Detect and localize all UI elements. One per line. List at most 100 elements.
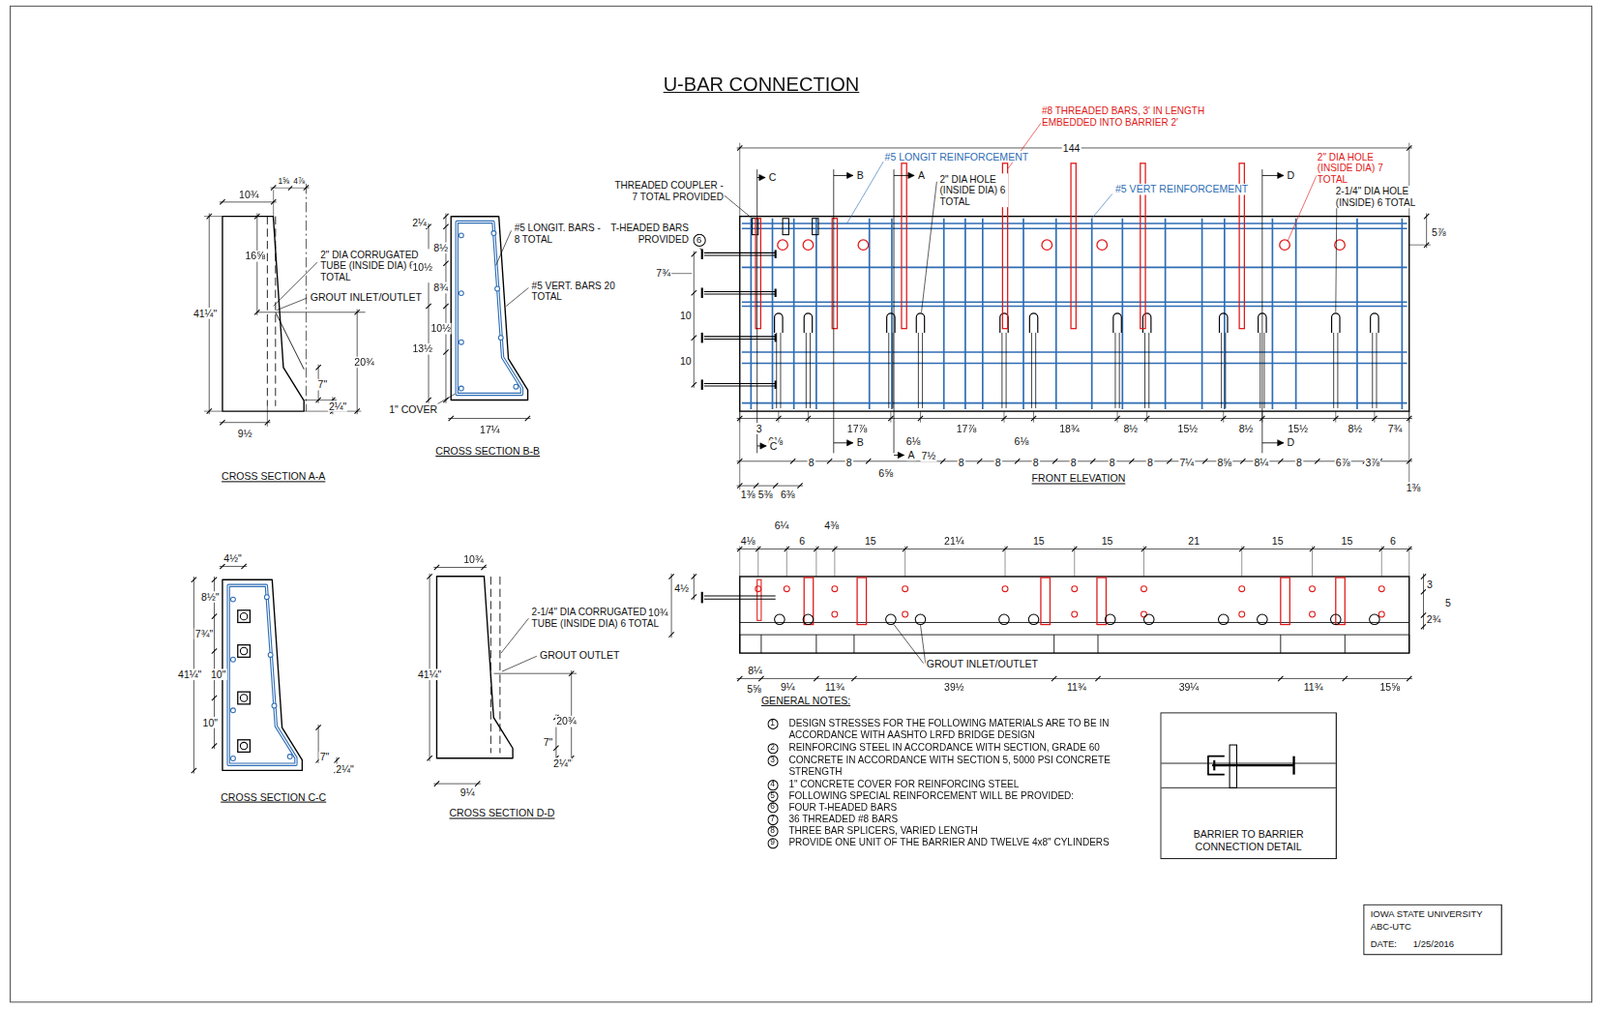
- dimension-label: 7¼: [1178, 456, 1195, 469]
- vertical-bar: [1295, 218, 1298, 410]
- u-bar-leg: [888, 332, 889, 409]
- dimension-tick: [474, 780, 480, 786]
- dimension-label: 8: [1069, 456, 1078, 469]
- hole: [902, 611, 909, 618]
- dimension-tick: [668, 631, 674, 637]
- u-bar-leg: [918, 332, 919, 409]
- dimension-line: [1425, 212, 1427, 248]
- dimension-tick: [813, 676, 819, 682]
- vertical-bar: [1022, 218, 1025, 410]
- dimension-tick: [480, 564, 486, 570]
- extension-line: [739, 545, 741, 577]
- dimension-label: 8½: [1346, 422, 1363, 435]
- barrier-outline: [222, 216, 304, 412]
- dimension-label: 10": [209, 668, 228, 681]
- t-headed-bar: [704, 293, 776, 295]
- t-head: [701, 332, 704, 344]
- note-number: 9: [767, 837, 779, 850]
- view-title: GENERAL NOTES:: [760, 694, 852, 707]
- general-note: DESIGN STRESSES FOR THE FOLLOWING MATERI…: [787, 717, 1131, 741]
- dimension-label: 2¼": [327, 400, 349, 413]
- u-bar: [916, 313, 924, 333]
- corrugated-tube: [266, 216, 268, 407]
- longitudinal-bar: [231, 656, 237, 662]
- dimension-label: 39½: [943, 681, 966, 693]
- hole: [1378, 611, 1385, 618]
- longitudinal-bar: [264, 594, 269, 600]
- dimension-label: 11¾: [1303, 681, 1325, 693]
- dimension-label: 41¼": [177, 668, 203, 681]
- extension-line: [1408, 545, 1410, 577]
- note-number: 5: [767, 790, 779, 802]
- longitudinal-bar: [267, 652, 273, 658]
- dimension-label: 5⅝: [745, 682, 763, 695]
- node-text: IOWA STATE UNIVERSITY: [1370, 908, 1496, 921]
- hole: [1141, 586, 1148, 593]
- plan-line: [815, 634, 817, 653]
- threaded-coupler: [782, 218, 789, 236]
- dimension-label: 8¾: [432, 282, 449, 295]
- dimension-tick: [1277, 458, 1283, 464]
- u-bar-leg: [779, 332, 781, 409]
- t-headed-bar: [704, 335, 776, 337]
- vertical-bar: [943, 218, 946, 410]
- dimension-label: 8: [1108, 456, 1117, 469]
- dimension-label: 9½: [237, 428, 254, 441]
- threaded-bar: [1096, 577, 1106, 625]
- dimension-label: 10: [679, 355, 693, 368]
- callout-number-text: 5: [770, 792, 775, 800]
- dimension-tick: [851, 676, 857, 682]
- t-head: [774, 333, 777, 342]
- dimension-label: 6⅝: [877, 468, 894, 480]
- callout-text: GROUT OUTLET: [538, 650, 622, 662]
- dimension-tick: [797, 482, 802, 488]
- barrier-plan: [740, 576, 1410, 653]
- grout-tube: [802, 614, 814, 625]
- leader-line: [496, 230, 512, 266]
- plan-line: [1344, 634, 1346, 653]
- u-bar-leg: [1148, 332, 1150, 409]
- vertical-bar: [815, 218, 818, 410]
- extension-line: [1117, 411, 1119, 423]
- leader-line: [502, 655, 537, 672]
- u-bar-leg: [809, 332, 811, 409]
- t-headed-bar: [704, 254, 776, 256]
- t-headed-bar: [704, 383, 776, 385]
- longitudinal-bar: [458, 339, 464, 345]
- longitudinal-bar: [741, 351, 1408, 354]
- hole: [1096, 239, 1108, 251]
- dimension-tick: [191, 768, 197, 773]
- threaded-bar: [803, 577, 813, 625]
- dimension-label: 39¼: [1178, 681, 1201, 693]
- extension-line: [1381, 545, 1383, 577]
- dimension-label: 15: [1339, 534, 1354, 547]
- dimension-tick: [1406, 676, 1412, 682]
- dimension-label: 10¾: [237, 189, 261, 202]
- dimension-tick: [758, 676, 764, 682]
- dimension-label: 6: [1389, 534, 1397, 547]
- t-head: [774, 289, 777, 297]
- dimension-label: 15: [1100, 534, 1115, 547]
- leader-line: [847, 161, 885, 224]
- dimension-tick: [425, 397, 431, 403]
- dimension-tick: [772, 482, 778, 488]
- threaded-bar: [857, 577, 866, 625]
- dimension-label: 6⅛: [1013, 436, 1031, 448]
- dimension-tick: [254, 213, 260, 219]
- leader-line: [505, 287, 529, 306]
- dimension-label: 8: [957, 456, 966, 469]
- dimension-label: A: [906, 449, 916, 462]
- callout-number-text: 9: [770, 838, 775, 847]
- dimension-line: [737, 678, 1413, 680]
- coupler-bore: [239, 694, 247, 702]
- circle-outline: [767, 755, 777, 766]
- dimension-label: 7¾": [194, 627, 215, 640]
- u-bar: [1029, 313, 1038, 333]
- dimension-tick: [443, 261, 448, 267]
- extension-line: [1222, 411, 1224, 423]
- longitudinal-bar: [231, 708, 237, 713]
- note-number: 3: [767, 754, 779, 767]
- dimension-tick: [443, 303, 448, 309]
- threaded-bar: [1040, 577, 1050, 625]
- u-bar: [1142, 313, 1151, 333]
